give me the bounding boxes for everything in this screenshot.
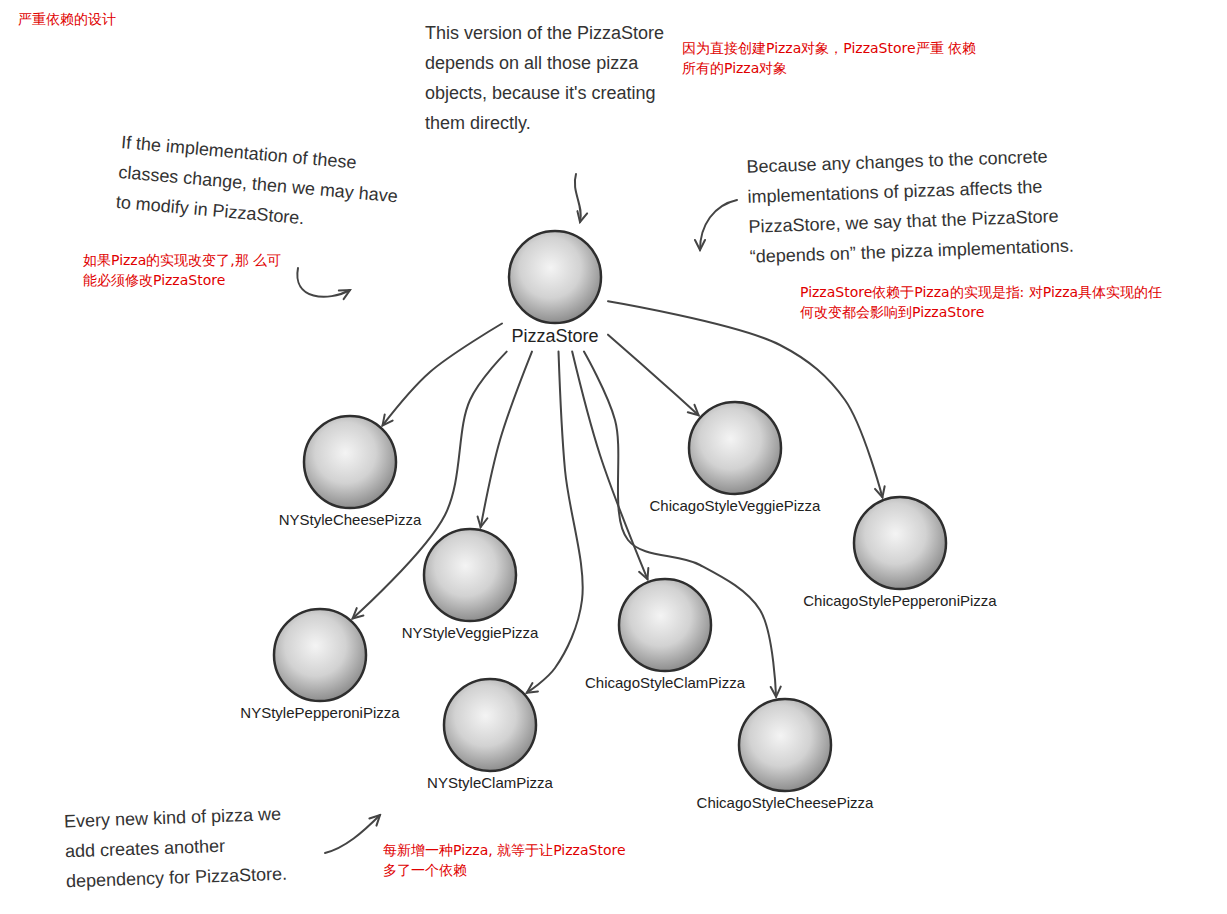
class-name: NYStylePepperoniPizza [240,704,399,722]
dependency-arrow [608,301,882,497]
dependency-arrow [481,352,532,528]
translation-note: PizzaStore依赖于Pizza的实现是指: 对Pizza具体实现的任何改变… [800,282,1170,322]
pizza-circle [274,609,366,701]
dependency-arrow [608,335,699,416]
dependency-arrow [383,323,502,425]
pizza-circle [854,497,946,589]
pizza-circle [304,416,396,508]
translation-note: 每新增一种Pizza, 就等于让PizzaStore多了一个依赖 [383,840,633,880]
class-name: NYStyleClamPizza [427,774,553,792]
class-name: ChicagoStyleClamPizza [585,674,745,692]
callout-text: This version of the PizzaStore depends o… [425,18,677,138]
callout-arrow [297,268,350,297]
callout-arrow [575,174,581,222]
pizza-circle [444,679,536,771]
pizza-node: NYStylePepperoniPizza [240,606,399,722]
pizza-node: ChicagoStylePepperoniPizza [803,494,996,610]
pizza-ball [736,696,834,794]
pizza-node: NYStyleClamPizza [427,676,553,792]
translation-note: 如果Pizza的实现改变了,那 么可能必须修改PizzaStore [83,250,283,290]
translation-note: 因为直接创建Pizza对象，PizzaStore严重 依赖所有的Pizza对象 [682,38,982,78]
class-name: NYStyleVeggiePizza [402,624,539,642]
pizza-ball [301,413,399,511]
pizza-ball [851,494,949,592]
pizza-circle [424,529,516,621]
callout-arrow [325,815,380,853]
dependency-arrow [572,352,647,580]
callout-text: If the implementation of these classes c… [115,127,422,243]
pizza-circle [739,699,831,791]
store-node: PizzaStore [506,228,604,348]
callout-arrow [700,200,737,250]
dependency-arrow [527,352,583,693]
callout-text: Because any changes to the concrete impl… [746,138,1140,272]
pizza-ball [506,228,604,326]
class-name: NYStyleCheesePizza [279,511,422,529]
pizza-node: ChicagoStyleCheesePizza [697,696,874,812]
pizza-node: NYStyleVeggiePizza [402,526,539,642]
pizza-ball [616,576,714,674]
pizza-ball [271,606,369,704]
class-name: ChicagoStyleCheesePizza [697,794,874,812]
pizza-circle [689,402,781,494]
pizza-node: NYStyleCheesePizza [279,413,422,529]
callout-text: Every new kind of pizza we add creates a… [64,798,317,897]
page-title: 严重依赖的设计 [18,10,116,28]
class-name: ChicagoStyleVeggiePizza [650,497,821,515]
pizza-circle [509,231,601,323]
pizza-ball [441,676,539,774]
class-name: PizzaStore [511,326,598,348]
pizza-node: ChicagoStyleVeggiePizza [650,399,821,515]
pizza-ball [686,399,784,497]
class-name: ChicagoStylePepperoniPizza [803,592,996,610]
pizza-circle [619,579,711,671]
pizza-ball [421,526,519,624]
pizza-node: ChicagoStyleClamPizza [585,576,745,692]
